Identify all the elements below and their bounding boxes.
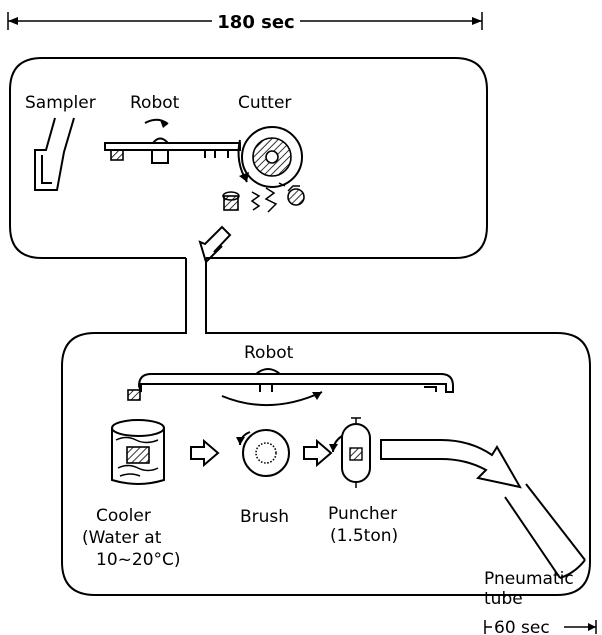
pneumatic-tube-icon — [504, 483, 586, 579]
cut-pieces-icon — [222, 182, 305, 213]
enclosure-outline — [9, 57, 591, 596]
puncher-note: (1.5ton) — [330, 526, 398, 546]
cutter-label: Cutter — [238, 93, 291, 113]
sampler-icon — [34, 117, 75, 191]
arrow-to-puncher-icon — [303, 438, 333, 468]
robot-label-upper: Robot — [130, 93, 180, 113]
cooler-label: Cooler — [96, 506, 151, 526]
cutter-wheel-icon — [237, 126, 303, 188]
arrow-to-brush-icon — [190, 438, 220, 468]
transfer-arrow-icon — [198, 225, 232, 264]
puncher-label: Puncher — [328, 504, 397, 524]
robot-arm-lower-icon — [127, 368, 454, 407]
tube-time-label: 60 sec — [494, 618, 550, 635]
brush-icon — [236, 429, 290, 477]
exit-arrow-icon — [380, 439, 522, 489]
pneumatic-tube-label-line1: Pneumatic — [484, 569, 574, 589]
cooler-icon — [111, 419, 165, 485]
puncher-icon — [329, 417, 371, 488]
cooler-note-line2: 10~20°C) — [96, 550, 181, 570]
cooler-note-line1: (Water at — [82, 528, 162, 548]
pneumatic-tube-label-line2: tube — [484, 589, 523, 609]
brush-label: Brush — [240, 507, 289, 527]
tube-time-dimension: 60 sec — [484, 618, 597, 635]
sampler-label: Sampler — [25, 93, 96, 113]
robot-arm-upper-icon — [104, 118, 241, 164]
total-time-label: 180 sec — [217, 12, 294, 33]
robot-label-lower: Robot — [244, 343, 294, 363]
total-time-dimension: 180 sec — [7, 12, 483, 33]
